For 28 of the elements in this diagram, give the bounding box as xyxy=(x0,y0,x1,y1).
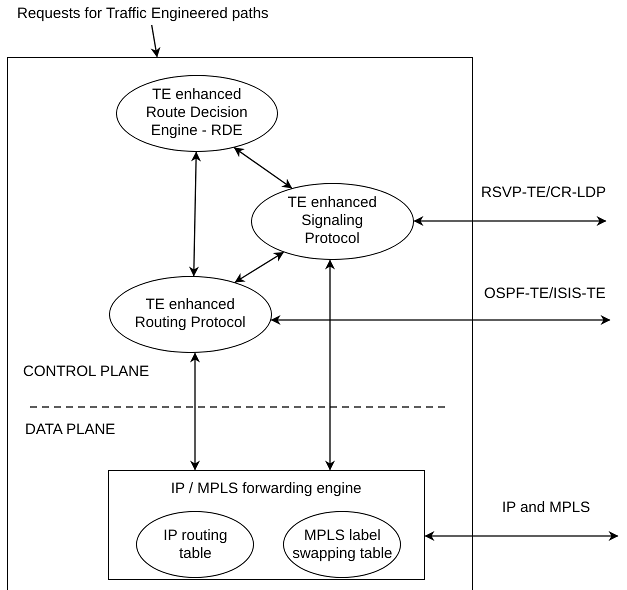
arrow xyxy=(234,252,284,283)
arrow xyxy=(325,259,335,470)
process-ellipse xyxy=(136,511,254,578)
arrow xyxy=(270,315,610,325)
edge-label: OSPF-TE/ISIS-TE xyxy=(484,285,606,302)
process-ellipse xyxy=(108,276,272,353)
node-label: TE enhanced Signaling Protocol xyxy=(286,194,378,248)
node-label: MPLS label swapping table xyxy=(291,526,394,563)
system-boundary-box xyxy=(7,57,473,590)
node-label: TE enhanced Routing Protocol xyxy=(134,296,247,332)
process-box xyxy=(108,470,425,580)
arrow xyxy=(150,24,160,58)
process-ellipse xyxy=(250,182,414,260)
arrow xyxy=(234,147,292,189)
node-label: IP routing table xyxy=(162,526,228,563)
box-title: IP / MPLS forwarding engine xyxy=(170,480,363,497)
arrow xyxy=(424,531,618,541)
annotation-text: Requests for Traffic Engineered paths xyxy=(17,5,267,25)
plane-label: DATA PLANE xyxy=(25,421,116,438)
plane-label: CONTROL PLANE xyxy=(23,363,150,380)
arrow xyxy=(190,352,200,470)
edge-label: IP and MPLS xyxy=(502,499,590,516)
arrow xyxy=(188,152,202,277)
edge-label: RSVP-TE/CR-LDP xyxy=(481,184,606,201)
process-ellipse xyxy=(116,74,278,152)
process-ellipse xyxy=(283,511,402,578)
arrow xyxy=(414,216,606,226)
node-label: TE enhanced Route Decision Engine - RDE xyxy=(144,86,249,140)
